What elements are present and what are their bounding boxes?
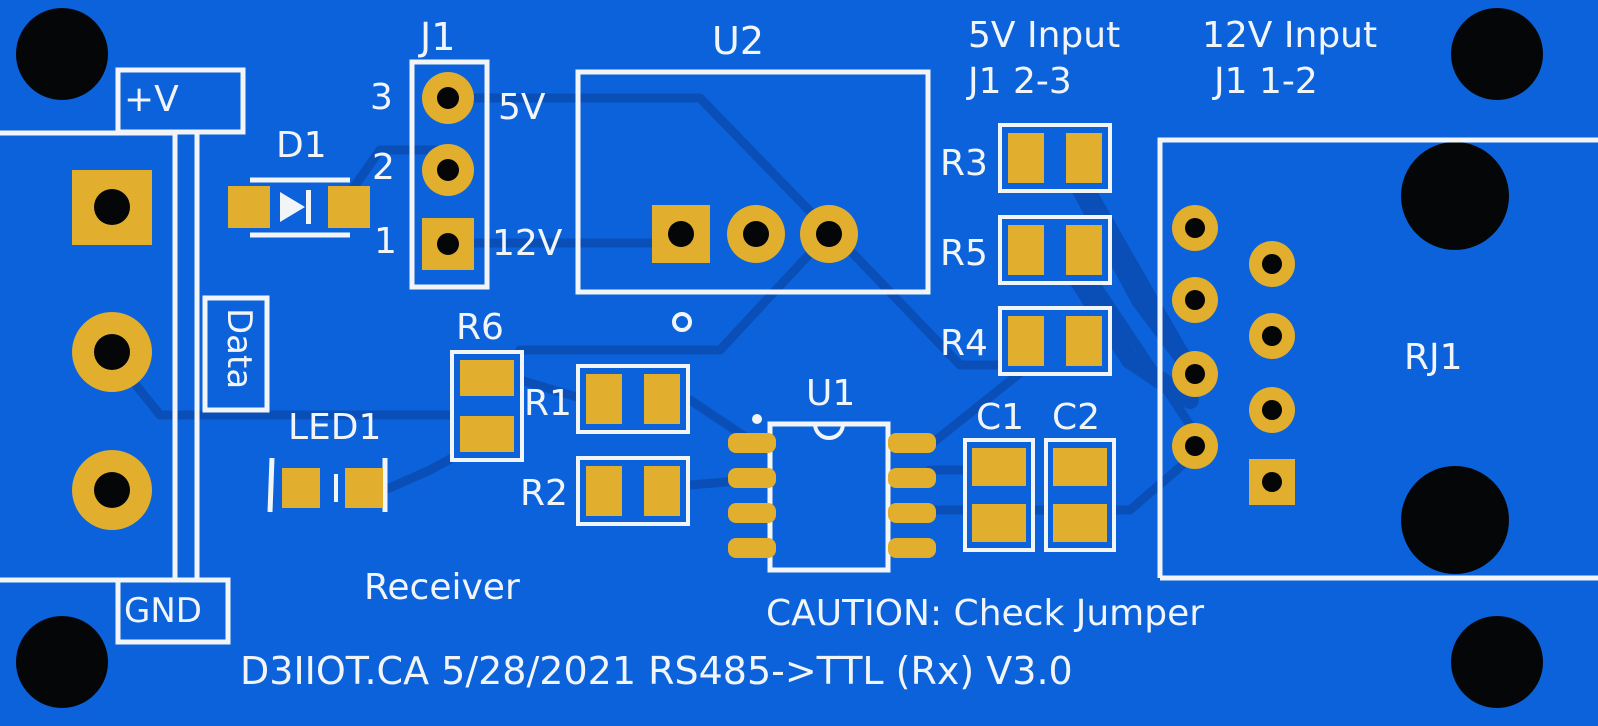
r1-label: R1: [524, 383, 572, 424]
terminal-pads: [72, 170, 152, 530]
rj1-anchor-hole-bottom: [1401, 466, 1509, 574]
r2-label: R2: [520, 473, 568, 514]
net-12v-label: 12V: [492, 223, 563, 264]
led1: [282, 468, 383, 508]
data-label: Data: [219, 308, 259, 390]
input-5v-title: 5V Input: [968, 15, 1121, 56]
j1-pins: [422, 72, 474, 270]
r4-label: R4: [940, 323, 988, 364]
gnd-box: [115, 577, 231, 645]
led1-label: LED1: [288, 407, 382, 448]
mount-hole-bottom-left: [16, 616, 108, 708]
rj1-anchor-hole-top: [1401, 142, 1509, 250]
u2-label: U2: [712, 19, 764, 63]
u1-outline: [767, 421, 891, 573]
j1-pin1-label: 1: [374, 221, 397, 262]
gnd-label: GND: [124, 591, 202, 631]
u2-outline: [575, 69, 931, 295]
plus-v-box: [115, 67, 246, 135]
u1-ic: [728, 414, 936, 558]
r1-r2-resistors: [576, 364, 690, 526]
caution-label: CAUTION: Check Jumper: [766, 593, 1205, 634]
input-12v-title: 12V Input: [1202, 15, 1378, 56]
c2-label: C2: [1052, 397, 1101, 438]
input-5v-jumper: J1 2-3: [968, 61, 1072, 102]
d1-diode: [228, 186, 370, 228]
data-box: [202, 295, 270, 413]
rj1-label: RJ1: [1404, 337, 1463, 378]
r6-resistor: [450, 350, 524, 462]
smd-resistors-right: [998, 123, 1112, 376]
d1-label: D1: [276, 125, 327, 166]
r6-label: R6: [456, 307, 504, 348]
r3-label: R3: [940, 143, 988, 184]
mount-hole-top-left: [16, 8, 108, 100]
capacitors: [963, 438, 1116, 552]
mount-hole-top-right: [1451, 8, 1543, 100]
u2-pins: [652, 205, 858, 332]
r5-label: R5: [940, 233, 988, 274]
net-5v-label: 5V: [498, 87, 546, 128]
thick-traces: [1056, 151, 1209, 409]
rj1-pins: [1172, 205, 1295, 505]
j1-pin3-label: 3: [370, 77, 393, 118]
mounting-holes: [16, 8, 1543, 708]
plus-v-label: +V: [124, 79, 179, 120]
footer-label: D3IIOT.CA 5/28/2021 RS485->TTL (Rx) V3.0: [240, 649, 1073, 693]
input-12v-jumper: J1 1-2: [1214, 61, 1318, 102]
mount-hole-bottom-right: [1451, 616, 1543, 708]
j1-label: J1: [420, 15, 456, 59]
u1-label: U1: [806, 373, 856, 414]
j1-pin2-label: 2: [372, 147, 395, 188]
c1-label: C1: [976, 397, 1025, 438]
receiver-label: Receiver: [364, 567, 520, 608]
j1-outline: [409, 59, 490, 290]
silkscreen-outlines: [0, 59, 1598, 645]
